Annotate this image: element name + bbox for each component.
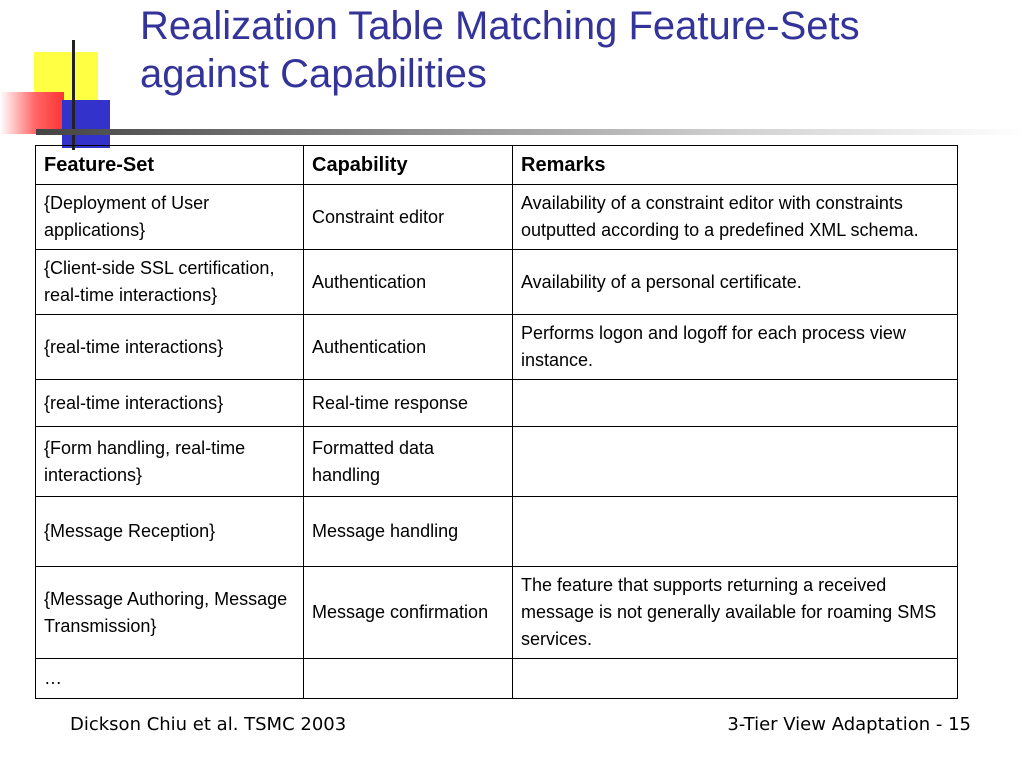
- cell-capability: Constraint editor: [303, 184, 513, 250]
- cell-capability: Formatted data handling: [303, 426, 513, 497]
- cell-capability: Authentication: [303, 314, 513, 380]
- slide-title: Realization Table Matching Feature-Sets …: [140, 2, 1000, 98]
- cell-remarks: [512, 379, 958, 427]
- cell-remarks: [512, 658, 958, 699]
- decorative-blue-square: [62, 100, 110, 148]
- cell-capability: [303, 658, 513, 699]
- cell-capability: Message handling: [303, 496, 513, 567]
- table-row: {real-time interactions} Authentication …: [35, 314, 958, 380]
- table-row: {Message Authoring, Message Transmission…: [35, 566, 958, 659]
- slide-title-line-2: against Capabilities: [140, 52, 487, 96]
- table-header-row: Feature-Set Capability Remarks: [35, 145, 958, 185]
- cell-feature-set: {Client-side SSL certification, real-tim…: [35, 249, 304, 315]
- header-feature-set: Feature-Set: [35, 145, 304, 185]
- cell-remarks: [512, 496, 958, 567]
- table-row: {Form handling, real-time interactions} …: [35, 426, 958, 497]
- cell-feature-set: {Deployment of User applications}: [35, 184, 304, 250]
- cell-feature-set: {Message Authoring, Message Transmission…: [35, 566, 304, 659]
- table-row: {Message Reception} Message handling: [35, 496, 958, 567]
- cell-capability: Authentication: [303, 249, 513, 315]
- realization-table: Feature-Set Capability Remarks {Deployme…: [35, 145, 958, 699]
- slide-title-line-1: Realization Table Matching Feature-Sets: [140, 4, 860, 48]
- cell-feature-set: {Message Reception}: [35, 496, 304, 567]
- cell-capability: Message confirmation: [303, 566, 513, 659]
- table-row: {Deployment of User applications} Constr…: [35, 184, 958, 250]
- table-row: …: [35, 658, 958, 699]
- cell-capability: Real-time response: [303, 379, 513, 427]
- footer-page-number: 3-Tier View Adaptation - 15: [727, 714, 971, 735]
- cell-remarks: Availability of a constraint editor with…: [512, 184, 958, 250]
- cell-remarks: The feature that supports returning a re…: [512, 566, 958, 659]
- cell-feature-set: {real-time interactions}: [35, 314, 304, 380]
- cell-feature-set: …: [35, 658, 304, 699]
- header-capability: Capability: [303, 145, 513, 185]
- cell-feature-set: {real-time interactions}: [35, 379, 304, 427]
- decorative-vertical-line: [72, 40, 75, 150]
- footer-author: Dickson Chiu et al. TSMC 2003: [70, 714, 347, 735]
- cell-feature-set: {Form handling, real-time interactions}: [35, 426, 304, 497]
- title-underline-rule: [36, 129, 1024, 135]
- decorative-red-bar: [0, 92, 64, 134]
- table-row: {Client-side SSL certification, real-tim…: [35, 249, 958, 315]
- cell-remarks: [512, 426, 958, 497]
- header-remarks: Remarks: [512, 145, 958, 185]
- table-row: {real-time interactions} Real-time respo…: [35, 379, 958, 427]
- cell-remarks: Availability of a personal certificate.: [512, 249, 958, 315]
- cell-remarks: Performs logon and logoff for each proce…: [512, 314, 958, 380]
